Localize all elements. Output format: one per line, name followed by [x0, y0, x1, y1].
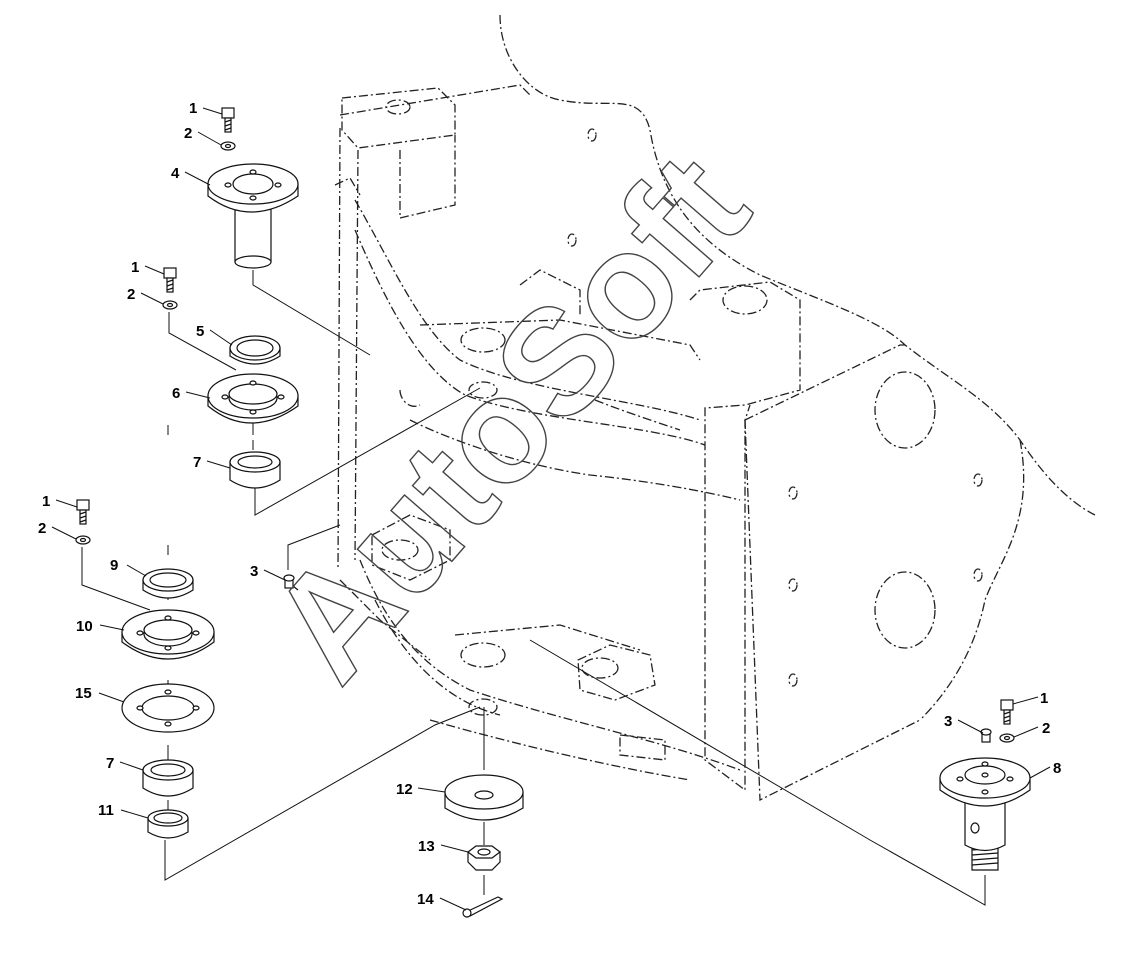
bolt-part-1b	[163, 267, 177, 293]
bolt-part-1c	[76, 499, 90, 525]
watermark: AutoSoft	[237, 123, 779, 711]
callout-7-lower: 7	[106, 755, 114, 772]
callout-1-top: 1	[189, 100, 197, 117]
callout-1-second: 1	[131, 259, 139, 276]
flanged-pin-part-4	[207, 163, 299, 269]
washer-part-2a	[220, 141, 236, 151]
callout-15: 15	[75, 685, 92, 702]
shim-part-15	[121, 683, 215, 733]
king-pin-part-8	[939, 757, 1031, 871]
callout-13: 13	[418, 838, 435, 855]
seal-part-5	[229, 335, 281, 365]
callout-2-second: 2	[127, 286, 135, 303]
callout-14: 14	[417, 891, 434, 908]
sleeve-part-11	[147, 809, 189, 839]
callout-5: 5	[196, 323, 204, 340]
bolt-part-1a	[221, 107, 235, 133]
bushing-part-7b	[142, 759, 194, 797]
callout-2-right: 2	[1042, 720, 1050, 737]
callout-3-left: 3	[250, 563, 258, 580]
callout-1-third: 1	[42, 493, 50, 510]
callout-leaders	[51, 107, 1051, 911]
washer-part-2c	[75, 535, 91, 545]
callout-10: 10	[76, 618, 93, 635]
flange-part-6	[207, 373, 299, 424]
callout-8: 8	[1053, 760, 1061, 777]
grease-fitting-part-3b	[980, 728, 992, 743]
callout-3-right: 3	[944, 713, 952, 730]
thrust-washer-part-12	[444, 774, 524, 821]
castle-nut-part-13	[467, 845, 501, 871]
callout-12: 12	[396, 781, 413, 798]
callout-4: 4	[171, 165, 180, 182]
assembly-lines	[81, 270, 986, 906]
cotter-pin-part-14	[462, 896, 504, 918]
callout-7-upper: 7	[193, 454, 201, 471]
washer-part-2d	[999, 733, 1015, 743]
bushing-part-7a	[229, 451, 281, 489]
grease-fitting-part-3a	[283, 574, 299, 591]
callout-9: 9	[110, 557, 118, 574]
callout-1-right: 1	[1040, 690, 1048, 707]
washer-part-2b	[162, 300, 178, 310]
seal-part-9	[142, 568, 194, 599]
callout-labels: 1 2 4 1 2 5 6 7 1 2 9 10 15 7 11 3 12 13…	[38, 100, 1061, 908]
flange-part-10	[121, 609, 215, 660]
callout-2-third: 2	[38, 520, 46, 537]
callout-2-top: 2	[184, 125, 192, 142]
callout-6: 6	[172, 385, 180, 402]
callout-11: 11	[98, 802, 114, 819]
frame-outline	[334, 14, 1096, 802]
bolt-part-1d	[1000, 699, 1014, 725]
